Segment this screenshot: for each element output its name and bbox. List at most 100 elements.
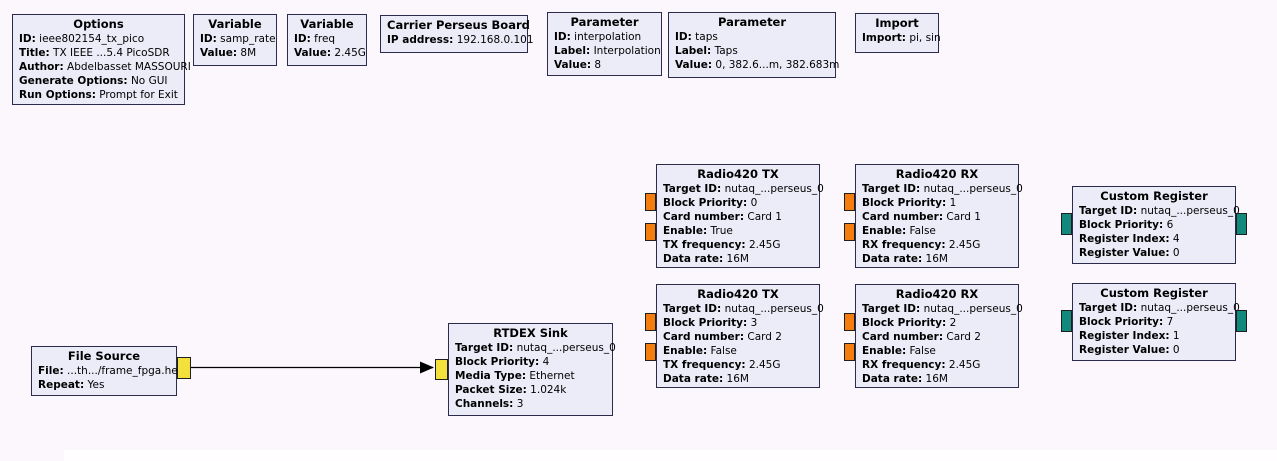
block-options[interactable]: Options ID: ieee802154_tx_pico Title: TX… [12,14,191,105]
block-param: Register Index: 4 [1079,233,1180,245]
block-param: Block Priority: 1 [862,197,957,209]
block-title: Custom Register [1100,286,1208,300]
block-file-source[interactable]: File Source File: ...th.../frame_fpga.he… [31,346,191,396]
block-param: Repeat: Yes [38,379,105,391]
block-parameter-interpolation[interactable]: Parameter ID: interpolation Label: Inter… [547,12,662,76]
block-param: ID: freq [294,33,336,45]
block-param: Card number: Card 2 [663,331,782,343]
block-title: File Source [67,349,141,363]
block-param: Block Priority: 3 [663,317,758,329]
output-port-message[interactable] [1236,213,1247,235]
block-import[interactable]: Import Import: pi, sin [855,13,941,53]
block-title: Variable [208,17,262,31]
block-param: Target ID: nutaq_...perseus_0 [663,183,824,195]
canvas-edge [64,450,1277,461]
block-param: Card number: Card 2 [862,331,981,343]
block-param: Card number: Card 1 [862,211,981,223]
block-param: Import: pi, sin [862,32,941,44]
block-title: Radio420 TX [697,167,779,181]
block-param: Target ID: nutaq_...perseus_0 [862,303,1023,315]
block-carrier-perseus-board[interactable]: Carrier Perseus Board IP address: 192.16… [380,15,534,53]
block-param: TX frequency: 2.45G [663,239,781,251]
block-param: Value: 2.45G [294,47,366,59]
input-port-float[interactable] [645,343,656,361]
input-port-float[interactable] [844,313,855,331]
block-param: Target ID: nutaq_...perseus_0 [1079,205,1240,217]
block-rtdex-sink[interactable]: RTDEX Sink Target ID: nutaq_...perseus_0… [435,323,616,416]
block-param: Target ID: nutaq_...perseus_0 [1079,302,1240,314]
block-radio420-rx-card2[interactable]: Radio420 RX Target ID: nutaq_...perseus_… [844,284,1023,388]
block-param: RX frequency: 2.45G [862,239,981,251]
block-param: Value: 0, 382.6...m, 382.683m [675,59,840,71]
block-param: Register Value: 0 [1079,247,1180,259]
block-title: Radio420 RX [895,167,979,181]
input-port-message[interactable] [1061,213,1072,235]
block-param: TX frequency: 2.45G [663,359,781,371]
block-title: Variable [300,17,354,31]
block-param: Block Priority: 7 [1079,316,1174,328]
block-param: Label: Interpolation [554,45,661,57]
block-param: Value: 8M [200,47,257,59]
input-port-message[interactable] [1061,310,1072,332]
block-radio420-tx-card2[interactable]: Radio420 TX Target ID: nutaq_...perseus_… [645,284,824,388]
input-port-float[interactable] [645,193,656,211]
block-param: Target ID: nutaq_...perseus_0 [862,183,1023,195]
block-param: Block Priority: 0 [663,197,758,209]
block-param: Enable: False [663,345,737,357]
block-param: IP address: 192.168.0.101 [387,34,534,46]
block-param: Target ID: nutaq_...perseus_0 [455,342,616,354]
block-param: File: ...th.../frame_fpga.hex [38,365,184,377]
block-title: Parameter [570,15,639,29]
block-param: Register Value: 0 [1079,344,1180,356]
block-param: Card number: Card 1 [663,211,782,223]
block-param: Generate Options: No GUI [19,75,168,87]
block-variable-samp-rate[interactable]: Variable ID: samp_rate Value: 8M [193,14,277,66]
block-param: Register Index: 1 [1079,330,1180,342]
block-variable-freq[interactable]: Variable ID: freq Value: 2.45G [287,14,367,66]
block-param: ID: taps [675,31,718,43]
block-param: Data rate: 16M [663,253,749,265]
block-title: Radio420 RX [895,287,979,301]
block-param: Data rate: 16M [862,253,948,265]
output-port-stream[interactable] [177,357,191,379]
input-port-float[interactable] [844,193,855,211]
block-title: Carrier Perseus Board [387,18,530,32]
block-param: Target ID: nutaq_...perseus_0 [663,303,824,315]
input-port-float[interactable] [844,343,855,361]
input-port-stream[interactable] [435,359,448,380]
block-radio420-tx-card1[interactable]: Radio420 TX Target ID: nutaq_...perseus_… [645,164,824,268]
block-param: ID: ieee802154_tx_pico [19,33,145,45]
block-param: Block Priority: 4 [455,356,550,368]
block-title: Options [73,17,124,31]
output-port-message[interactable] [1236,310,1247,332]
block-param: Value: 8 [554,59,602,71]
input-port-float[interactable] [645,223,656,241]
block-title: Import [875,16,919,30]
block-param: Enable: False [862,225,936,237]
block-param: Data rate: 16M [663,373,749,385]
block-title: Radio420 TX [697,287,779,301]
block-param: Channels: 3 [455,398,524,410]
input-port-float[interactable] [645,313,656,331]
block-title: Custom Register [1100,189,1208,203]
block-param: Label: Taps [675,45,738,57]
block-param: Enable: True [663,225,733,237]
block-param: ID: interpolation [554,31,642,43]
block-param: ID: samp_rate [200,33,276,45]
block-param: Enable: False [862,345,936,357]
block-param: Media Type: Ethernet [455,370,575,382]
block-parameter-taps[interactable]: Parameter ID: taps Label: Taps Value: 0,… [668,12,840,78]
block-param: Data rate: 16M [862,373,948,385]
block-param: Author: Abdelbasset MASSOURI [19,61,191,73]
block-radio420-rx-card1[interactable]: Radio420 RX Target ID: nutaq_...perseus_… [844,164,1023,268]
block-custom-register-bottom[interactable]: Custom Register Target ID: nutaq_...pers… [1061,283,1247,361]
block-param: Block Priority: 2 [862,317,957,329]
block-param: Run Options: Prompt for Exit [19,89,178,101]
block-param: Block Priority: 6 [1079,219,1174,231]
block-custom-register-top[interactable]: Custom Register Target ID: nutaq_...pers… [1061,186,1247,264]
block-param: RX frequency: 2.45G [862,359,981,371]
block-title: Parameter [717,15,787,29]
input-port-float[interactable] [844,223,855,241]
block-param: Title: TX IEEE ...5.4 PicoSDR [19,47,170,59]
